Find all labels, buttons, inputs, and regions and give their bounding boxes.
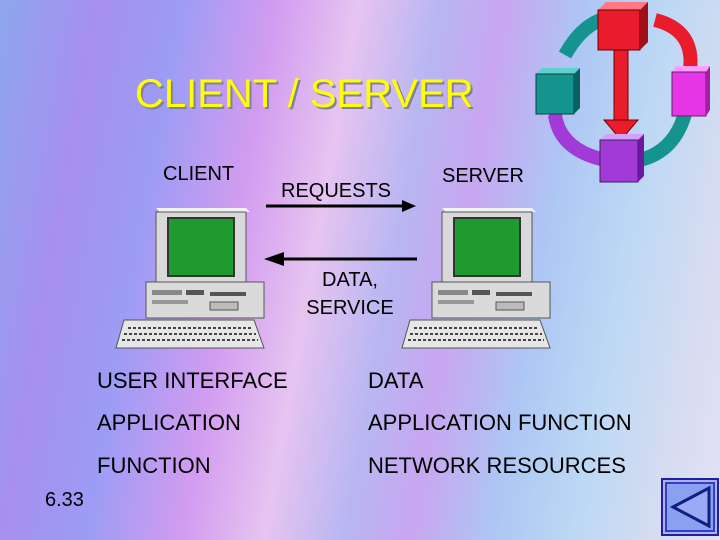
nav-back-icon[interactable] <box>661 478 719 536</box>
data-service-label: DATA, SERVICE <box>290 266 410 322</box>
row-right-1: DATA <box>368 368 424 393</box>
requests-label: REQUESTS <box>281 180 392 202</box>
row-left-3: FUNCTION <box>97 453 211 478</box>
client-computer-icon <box>115 208 265 349</box>
response-arrow <box>264 252 417 266</box>
data-service-line-1: DATA, <box>322 269 378 291</box>
server-computer-icon <box>401 208 551 349</box>
cube-teal-icon <box>535 68 580 115</box>
server-label: SERVER <box>442 165 524 187</box>
client-label: CLIENT <box>163 163 235 185</box>
slide-number: 6.33 <box>45 489 84 511</box>
data-service-line-2: SERVICE <box>306 297 394 319</box>
cube-magenta-icon <box>671 66 710 117</box>
row-left-2: APPLICATION <box>97 410 241 435</box>
row-right-2: APPLICATION FUNCTION <box>368 410 632 435</box>
cycle-logo-icon <box>535 2 710 183</box>
row-right-3: NETWORK RESOURCES <box>368 453 626 478</box>
cube-red-icon <box>597 2 648 51</box>
request-arrow <box>266 200 416 212</box>
slide-title: CLIENT / SERVER <box>135 72 474 116</box>
row-left-1: USER INTERFACE <box>97 368 288 393</box>
cube-purple-icon <box>599 134 644 183</box>
